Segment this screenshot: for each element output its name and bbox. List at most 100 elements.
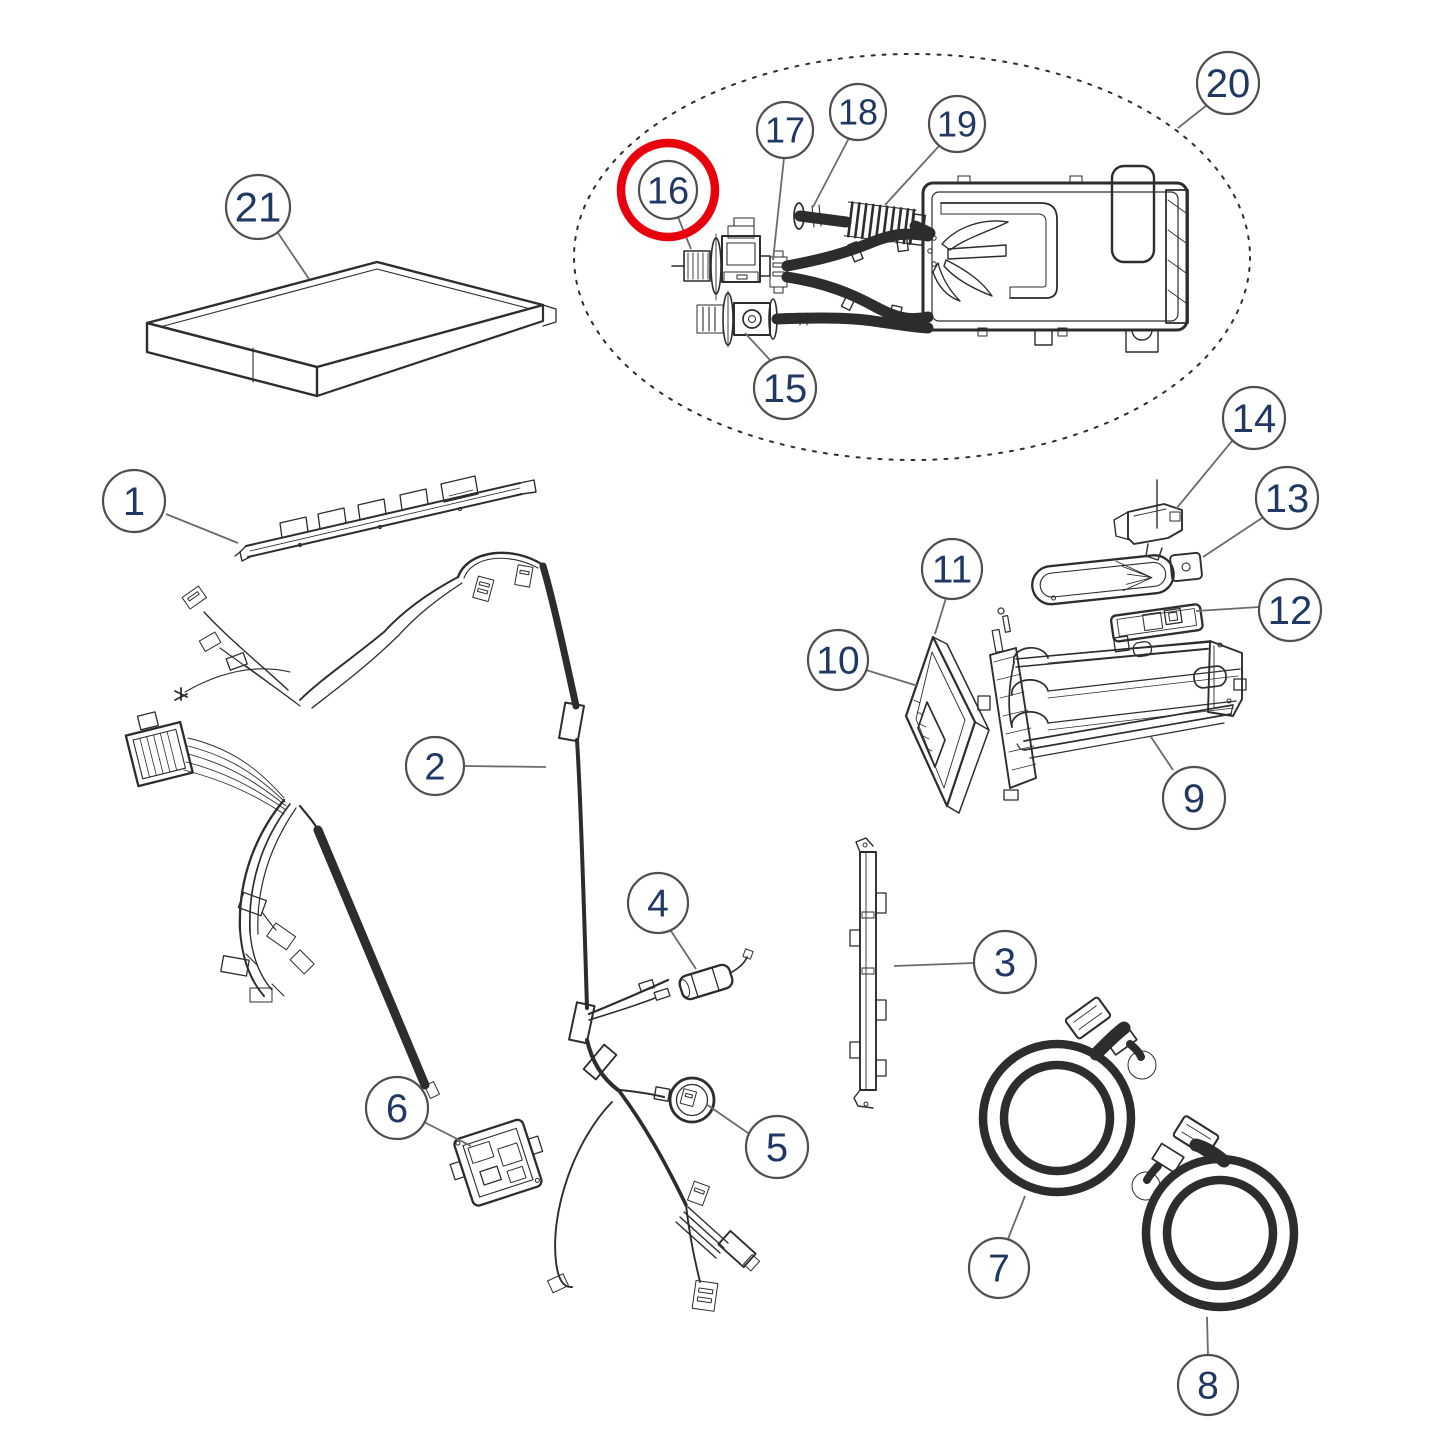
callout-20: 20 xyxy=(1177,50,1261,129)
callout-15: 15 xyxy=(744,332,818,421)
part-20-tank-body xyxy=(921,164,1189,353)
callout-circle xyxy=(744,1114,810,1180)
callout-circle xyxy=(967,1236,1031,1300)
assembly-enclosure-dashed-ellipse xyxy=(573,53,1251,461)
callout-circle xyxy=(101,468,167,534)
callout-circle xyxy=(637,159,699,221)
callout-3: 3 xyxy=(893,929,1038,995)
callout-10: 10 xyxy=(806,628,919,692)
callout-18: 18 xyxy=(812,82,888,208)
callout-circle xyxy=(1221,385,1287,451)
callout-leader-line xyxy=(1150,736,1174,771)
callout-leader-line xyxy=(277,232,310,280)
callout-leader-line xyxy=(463,765,547,768)
callout-leader-line xyxy=(744,332,771,361)
callout-circle xyxy=(404,735,466,797)
part-12-latch-insert xyxy=(1109,603,1204,658)
callout-number: 15 xyxy=(763,367,808,411)
callout-16: 16 xyxy=(616,138,720,250)
callout-leader-line xyxy=(670,930,697,970)
callout-number: 6 xyxy=(386,1087,408,1131)
callout-13: 13 xyxy=(1202,465,1320,558)
callout-leader-line xyxy=(893,962,975,967)
callout-number: 1 xyxy=(123,480,145,524)
callout-circle xyxy=(626,871,690,935)
callout-circle xyxy=(752,355,818,421)
part-9-drawer-body xyxy=(1008,640,1247,759)
callout-number: 7 xyxy=(988,1248,1010,1291)
callout-12: 12 xyxy=(1195,577,1323,643)
callout-leader-line xyxy=(1175,440,1233,510)
callout-11: 11 xyxy=(920,537,984,635)
part-4-inline-filter xyxy=(678,948,754,1001)
callout-number: 17 xyxy=(765,110,805,151)
callout-number: 4 xyxy=(647,883,669,926)
callout-leader-line xyxy=(884,145,940,206)
callout-5: 5 xyxy=(705,1103,810,1180)
callout-number: 11 xyxy=(932,549,973,592)
callout-number: 5 xyxy=(766,1126,788,1170)
callout-2: 2 xyxy=(404,735,547,797)
part-5-pressure-sensor xyxy=(668,1076,716,1124)
callout-number: 12 xyxy=(1268,589,1313,633)
callout-14: 14 xyxy=(1175,385,1287,510)
callout-6: 6 xyxy=(364,1075,472,1147)
callout-leader-line xyxy=(1202,517,1263,558)
part-2-wiring-harness xyxy=(124,551,761,1312)
callout-number: 8 xyxy=(1197,1365,1219,1408)
callout-leader-line xyxy=(165,513,239,544)
callout-21: 21 xyxy=(224,173,310,280)
callout-number: 3 xyxy=(994,941,1016,985)
callout-number: 16 xyxy=(647,170,689,212)
callout-leader-line xyxy=(812,137,850,208)
callout-number: 13 xyxy=(1265,477,1310,521)
callout-number: 2 xyxy=(424,746,445,788)
callout-circle xyxy=(927,94,987,154)
callout-circle xyxy=(755,100,815,160)
callout-leader-line xyxy=(772,157,785,261)
callout-circle xyxy=(972,929,1038,995)
callout-leader-line xyxy=(423,1121,472,1147)
valve-outlet-pipes xyxy=(771,228,934,334)
callout-number: 9 xyxy=(1183,777,1205,821)
part-8-inlet-hose xyxy=(1131,1115,1299,1312)
callout-number: 14 xyxy=(1232,397,1277,441)
callout-circle xyxy=(828,82,888,142)
callout-leader-line xyxy=(865,669,919,687)
callout-19: 19 xyxy=(884,94,987,206)
part-1-clip-rail xyxy=(234,475,537,562)
callout-circle xyxy=(224,173,292,241)
callout-leader-line xyxy=(705,1103,749,1134)
part-13-siphon-cap xyxy=(1031,551,1203,606)
part-17-hose-clamp-fitting xyxy=(769,250,788,294)
callout-circle xyxy=(1195,50,1261,116)
callout-leader-line xyxy=(1007,1195,1026,1240)
part-21-top-panel xyxy=(145,260,557,398)
drawer-housing-plate xyxy=(977,607,1037,801)
callout-circle xyxy=(1254,465,1320,531)
dispenser-assembly xyxy=(904,479,1247,814)
part-7-inlet-hose xyxy=(978,996,1157,1197)
callout-circle xyxy=(1257,577,1323,643)
callout-circle xyxy=(806,628,870,692)
callout-circle xyxy=(920,537,984,601)
callout-number: 21 xyxy=(235,184,282,231)
callout-leader-line xyxy=(1206,1316,1209,1356)
callout-circle xyxy=(364,1075,430,1141)
callout-1: 1 xyxy=(101,468,239,544)
callout-number: 19 xyxy=(937,104,977,145)
callout-circle xyxy=(1176,1353,1240,1417)
part-6-switch-module xyxy=(449,1118,544,1207)
part-3-mounting-rail xyxy=(849,837,887,1109)
callout-9: 9 xyxy=(1150,736,1227,831)
highlight-ring xyxy=(616,138,720,242)
part-14-clip xyxy=(1113,479,1183,561)
callout-4: 4 xyxy=(626,871,697,970)
callout-number: 10 xyxy=(816,640,859,683)
part-16-water-valve xyxy=(671,217,771,301)
callout-leader-line xyxy=(934,597,947,635)
callout-number: 18 xyxy=(838,92,878,133)
